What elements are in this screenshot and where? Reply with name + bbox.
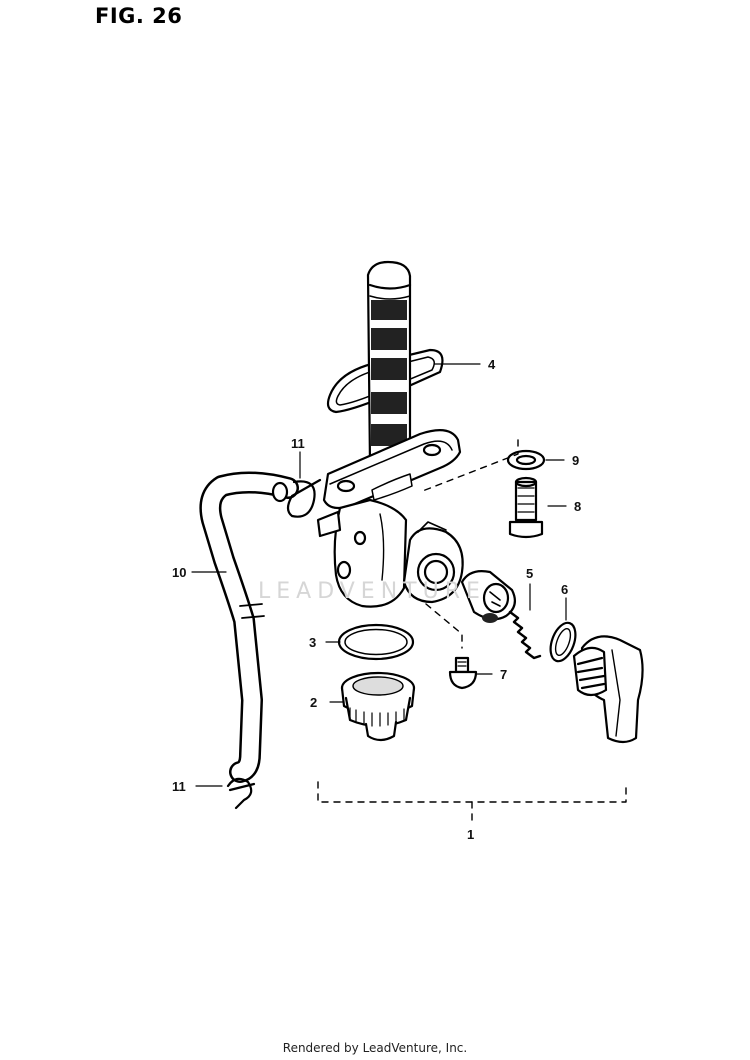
part-11-clamp-bottom: [226, 777, 256, 810]
leader-lines: [191, 363, 567, 787]
callout-11-top: 11: [291, 436, 305, 451]
part-6-o-ring: [549, 621, 577, 663]
part-2-bowl: [340, 671, 416, 742]
part-9-washer: [506, 449, 546, 471]
mounting-flange: [322, 429, 462, 510]
part-8-bolt: [508, 476, 544, 539]
watermark-text: LEADVENTURE: [258, 579, 486, 604]
lever-body: [460, 570, 517, 623]
part-10-fuel-hose: [199, 471, 299, 783]
callout-1: 1: [467, 827, 474, 842]
figure-title: FIG. 26: [95, 4, 183, 28]
callout-4: 4: [488, 357, 496, 372]
callout-8: 8: [574, 499, 581, 514]
callout-2: 2: [310, 695, 317, 710]
part-4-gasket: [326, 348, 444, 414]
callout-10: 10: [172, 565, 186, 580]
lever-handle: [572, 635, 644, 744]
part-5-spring: [508, 610, 542, 660]
callout-3: 3: [309, 635, 316, 650]
fuel-strainer-standpipe: [366, 260, 412, 469]
footer-credit: Rendered by LeadVenture, Inc.: [282, 1041, 468, 1055]
valve-body: [316, 498, 408, 608]
lever-housing: [402, 521, 464, 604]
part-7-screw: [448, 656, 478, 690]
callout-11-bottom: 11: [172, 779, 186, 794]
part-3-o-ring: [337, 623, 415, 661]
part-1-bracket: [317, 439, 627, 823]
callout-6: 6: [561, 582, 568, 597]
part-11-clamp-top: [286, 478, 322, 518]
callout-7: 7: [500, 667, 507, 682]
callout-5: 5: [526, 566, 533, 581]
callout-9: 9: [572, 453, 579, 468]
